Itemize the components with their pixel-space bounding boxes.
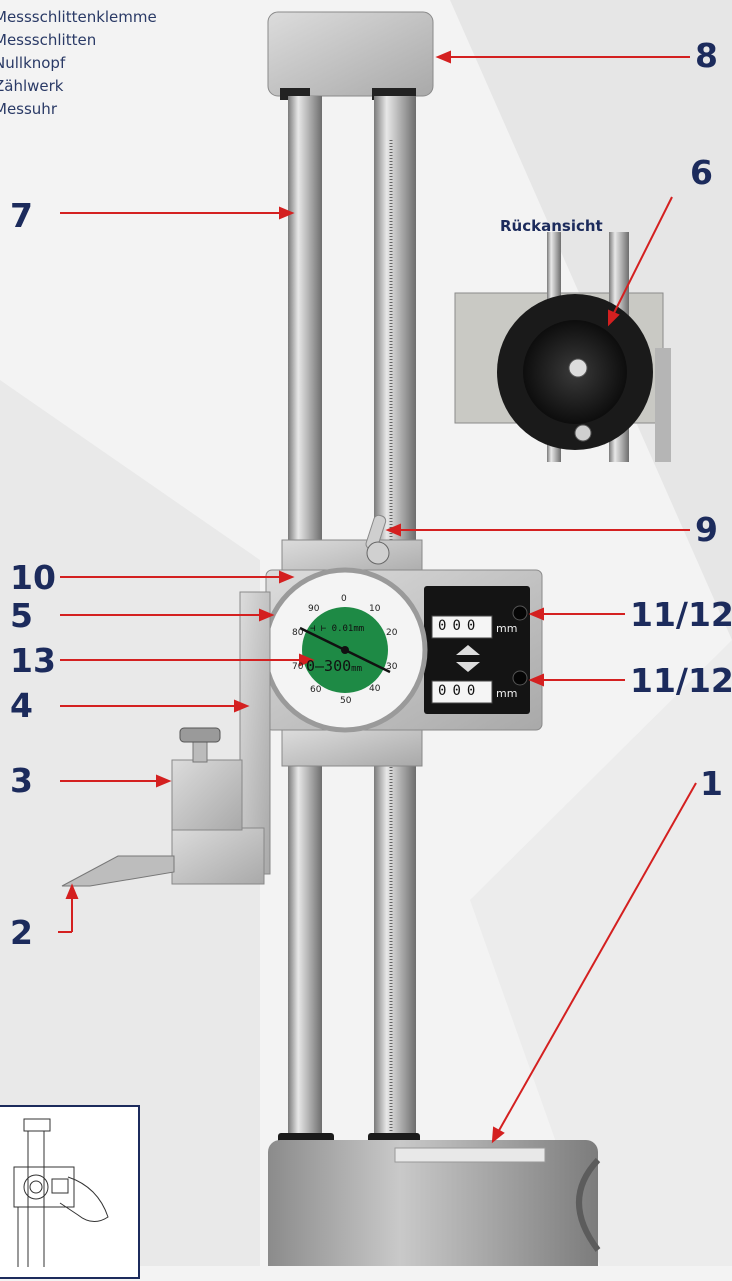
counter-digit: 0 <box>438 683 453 699</box>
counter-digit: 0 <box>438 618 453 634</box>
callout-6: 6 <box>690 153 713 192</box>
callout-3: 3 <box>10 761 33 800</box>
top-cap <box>267 11 434 97</box>
dial-tick-label: 0 <box>341 594 347 604</box>
usage-sketch <box>13 1118 109 1267</box>
clamp-screw <box>179 727 221 743</box>
rear-view-label: Rückansicht <box>500 217 603 235</box>
dial-tick-label: 20 <box>386 628 398 638</box>
legend-item: Messschlittenklemme <box>0 8 157 26</box>
callout-5: 5 <box>10 596 33 635</box>
callout-arrows <box>58 50 697 1144</box>
counter-upper: 000 <box>438 618 481 634</box>
counter-upper-unit: mm <box>496 622 518 635</box>
legend-item: Messuhr <box>0 100 57 118</box>
callout-9: 9 <box>695 510 718 549</box>
callout-8: 8 <box>695 36 718 75</box>
legend-item: Nullknopf <box>0 54 66 72</box>
callout-10: 10 <box>10 558 56 597</box>
dial-tick-label: 90 <box>308 604 320 614</box>
scriber-clamp <box>171 827 265 885</box>
callout-11-12-upper: 11/12 <box>630 595 732 634</box>
scriber <box>61 855 175 887</box>
dial-range-unit: mm <box>351 664 362 674</box>
counter-digit: 0 <box>466 683 482 699</box>
reset-button-lower <box>512 670 528 686</box>
dial-range: 0–300 <box>306 657 352 675</box>
callout-13: 13 <box>10 641 56 680</box>
dial-tick-label: 70 <box>292 662 304 672</box>
counter-lower-unit: mm <box>496 687 518 700</box>
counter-digit: 0 <box>466 618 482 634</box>
dial-tick-label: 60 <box>310 685 322 695</box>
counter-lower: 000 <box>438 683 481 699</box>
counter-digit: 0 <box>452 618 467 634</box>
callout-7: 7 <box>10 196 33 235</box>
callout-4: 4 <box>10 686 33 725</box>
dial-range-label: 0–300mm <box>306 657 362 675</box>
dial-tick-label: 50 <box>340 696 352 706</box>
dial-tick-label: 80 <box>292 628 304 638</box>
callout-11-12-lower: 11/12 <box>630 661 732 700</box>
usage-inset <box>0 1105 140 1279</box>
base <box>268 1140 598 1266</box>
callout-2: 2 <box>10 913 33 952</box>
legend-item: Zählwerk <box>0 77 64 95</box>
dial-resolution-label: ⊣ ⊢ 0.01mm <box>310 624 365 634</box>
counter-digit: 0 <box>452 683 467 699</box>
dial-tick-label: 30 <box>386 662 398 672</box>
dial-tick-label: 40 <box>369 684 381 694</box>
dial-tick-label: 10 <box>369 604 381 614</box>
reset-button-upper <box>512 605 528 621</box>
scriber-holder <box>239 591 271 875</box>
carriage-bottom <box>281 729 423 767</box>
callout-1: 1 <box>700 764 723 803</box>
legend-item: Messschlitten <box>0 31 97 49</box>
